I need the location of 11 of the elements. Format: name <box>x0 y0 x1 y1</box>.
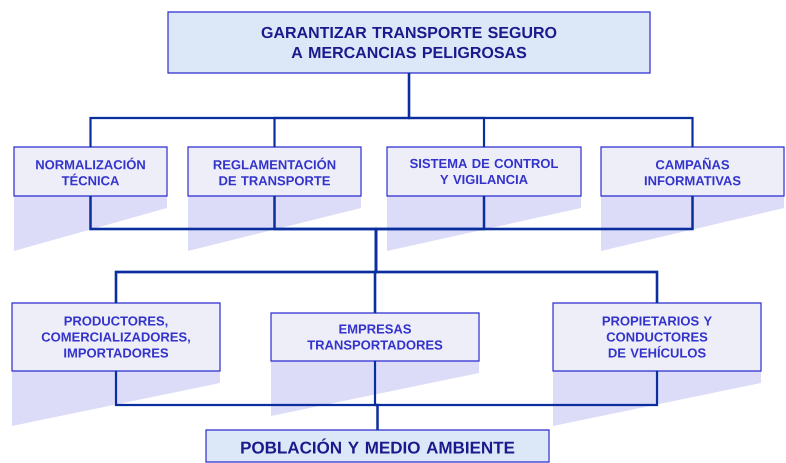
title-box: GARANTIZAR TRANSPORTE SEGURO A MERCANCIAS PELIGROSAS <box>167 11 651 74</box>
process-box: REGLAMENTACIÓN DE TRANSPORTE <box>187 146 362 197</box>
title-box: POBLACIÓN Y MEDIO AMBIENTE <box>205 429 550 463</box>
process-box: NORMALIZACIÓN TÉCNICA <box>13 146 168 197</box>
process-box: SISTEMA DE CONTROL Y VIGILANCIA <box>386 146 582 197</box>
process-box: PRODUCTORES, COMERCIALIZADORES, IMPORTADORES <box>11 302 221 372</box>
process-box: EMPRESAS TRANSPORTADORES <box>270 312 480 362</box>
connector-line <box>408 72 694 148</box>
connector-line <box>376 370 658 430</box>
process-box: PROPIETARIOS Y CONDUCTORES DE VEHÍCULOS <box>552 302 762 372</box>
process-box: CAMPAÑAS INFORMATIVAS <box>600 146 785 197</box>
